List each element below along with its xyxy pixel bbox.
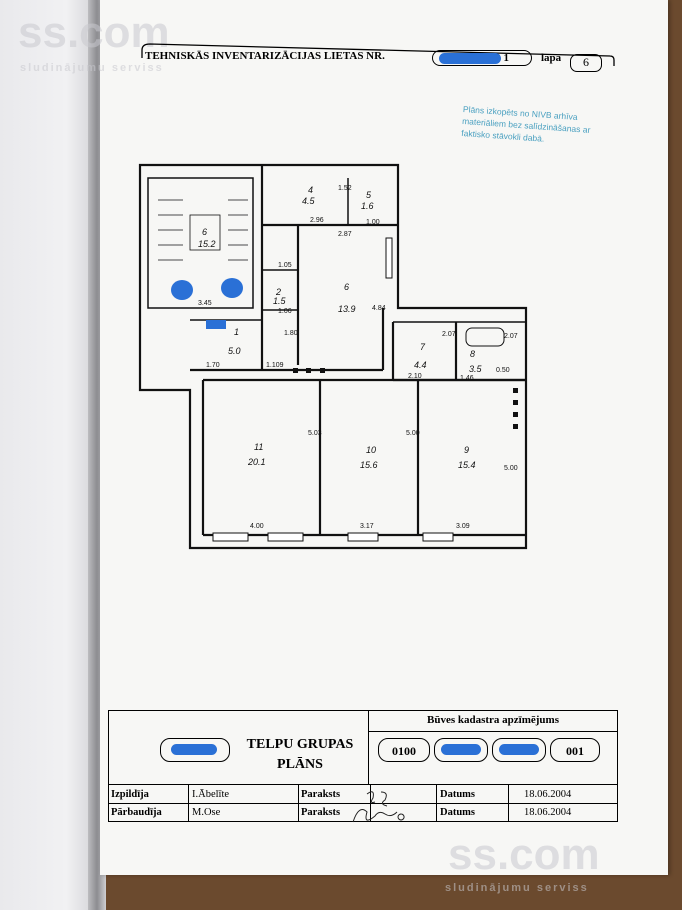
performed-by-label: Izpildīja [111, 789, 149, 800]
cadastre-part-3 [492, 738, 546, 762]
room-area: 15.6 [360, 460, 378, 470]
dimension: 2.87 [338, 231, 352, 238]
room-number: 1 [234, 327, 239, 337]
room-area: 1.6 [361, 201, 374, 211]
group-id-box [160, 738, 230, 762]
dimension: 1.109 [266, 362, 284, 369]
watermark-tagline: sludinājumu serviss [445, 882, 589, 894]
dimension: 1.06 [278, 308, 292, 315]
left-page [0, 0, 95, 910]
room-area: 15.2 [198, 239, 216, 249]
dimension: 3.17 [360, 523, 374, 530]
room-area: 3.5 [469, 364, 483, 374]
room-number: 5 [366, 190, 372, 200]
cadastre-part-2 [434, 738, 488, 762]
sheet-label: lapa [541, 52, 562, 64]
handwritten-signature [352, 791, 405, 823]
room-number: 9 [464, 445, 469, 455]
redaction-mark [499, 744, 539, 755]
header-frame [141, 43, 615, 66]
sheet-number: 6 [570, 54, 602, 72]
redaction-mark [221, 278, 243, 298]
performed-by-name: I.Ābelīte [192, 789, 230, 800]
room-area: 13.9 [338, 304, 356, 314]
dimension: 3.09 [456, 523, 470, 530]
date-value: 18.06.2004 [524, 789, 572, 800]
dimension: 1.52 [338, 185, 352, 192]
dimension: 5.00 [504, 465, 518, 472]
watermark-logo: ss.com [448, 830, 600, 879]
floor-plan: 6 15.2 4 4.5 5 1.6 6 13.9 2 1.5 1 5.0 7 … [138, 163, 528, 550]
date-label: Datums [440, 789, 476, 800]
cadastre-part-1: 0100 [378, 738, 430, 762]
redaction-mark [206, 320, 226, 329]
signature-label: Paraksts [301, 789, 341, 800]
checked-by-name: M.Ose [192, 807, 221, 818]
room-number: 6 [344, 282, 349, 292]
stairwell [147, 177, 254, 309]
cadastre-part-4: 001 [550, 738, 600, 762]
date-label: Datums [440, 807, 476, 818]
dimension: 0.50 [496, 367, 510, 374]
dimension: 2.07 [442, 331, 456, 338]
dimension: 4.84 [372, 305, 386, 312]
room-number: 10 [366, 445, 376, 455]
dimension: 2.07 [504, 333, 518, 340]
dimension: 2.96 [310, 217, 324, 224]
room-area: 4.5 [302, 196, 316, 206]
header-title: TEHNISKĀS INVENTARIZĀCIJAS LIETAS NR. [145, 50, 385, 62]
case-number-box: - 0 1 [432, 50, 532, 66]
document-page [100, 0, 668, 875]
dimension: 1.00 [366, 219, 380, 226]
redaction-mark [439, 53, 501, 64]
room-number: 2 [275, 287, 281, 297]
checked-by-label: Pārbaudīja [111, 807, 162, 818]
room-area: 1.5 [273, 296, 287, 306]
dimension: 3.45 [198, 300, 212, 307]
title-block [108, 710, 618, 822]
date-value: 18.06.2004 [524, 807, 572, 818]
outer-walls [138, 163, 528, 550]
room-number: 8 [470, 349, 475, 359]
redaction-mark [441, 744, 481, 755]
watermark-tagline: sludinājumu serviss [20, 62, 164, 74]
dimension: 2.10 [408, 373, 422, 380]
room-area: 15.4 [458, 460, 476, 470]
room-number: 11 [254, 442, 263, 452]
dimension: 5.03 [308, 430, 322, 437]
room-area: 5.0 [228, 346, 241, 356]
dimension: 1.46 [460, 375, 474, 382]
room-area: 4.4 [414, 360, 427, 370]
dimension: 4.00 [250, 523, 264, 530]
cadastre-title: Būves kadastra apzīmējums [426, 714, 559, 726]
dimension: 1.05 [278, 262, 292, 269]
dimension: 5.00 [406, 430, 420, 437]
room-number: 4 [308, 185, 313, 195]
group-title: TELPU GRUPAS PLĀNS [246, 737, 354, 772]
redaction-mark [171, 280, 193, 300]
signature-label: Paraksts [301, 807, 341, 818]
watermark-logo: ss.com [18, 8, 170, 57]
dimension: 1.70 [206, 362, 220, 369]
dimension: 1.80 [284, 330, 298, 337]
room-area: 20.1 [247, 457, 266, 467]
room-number: 6 [202, 227, 207, 237]
redaction-mark [171, 744, 217, 755]
room-number: 7 [420, 342, 426, 352]
